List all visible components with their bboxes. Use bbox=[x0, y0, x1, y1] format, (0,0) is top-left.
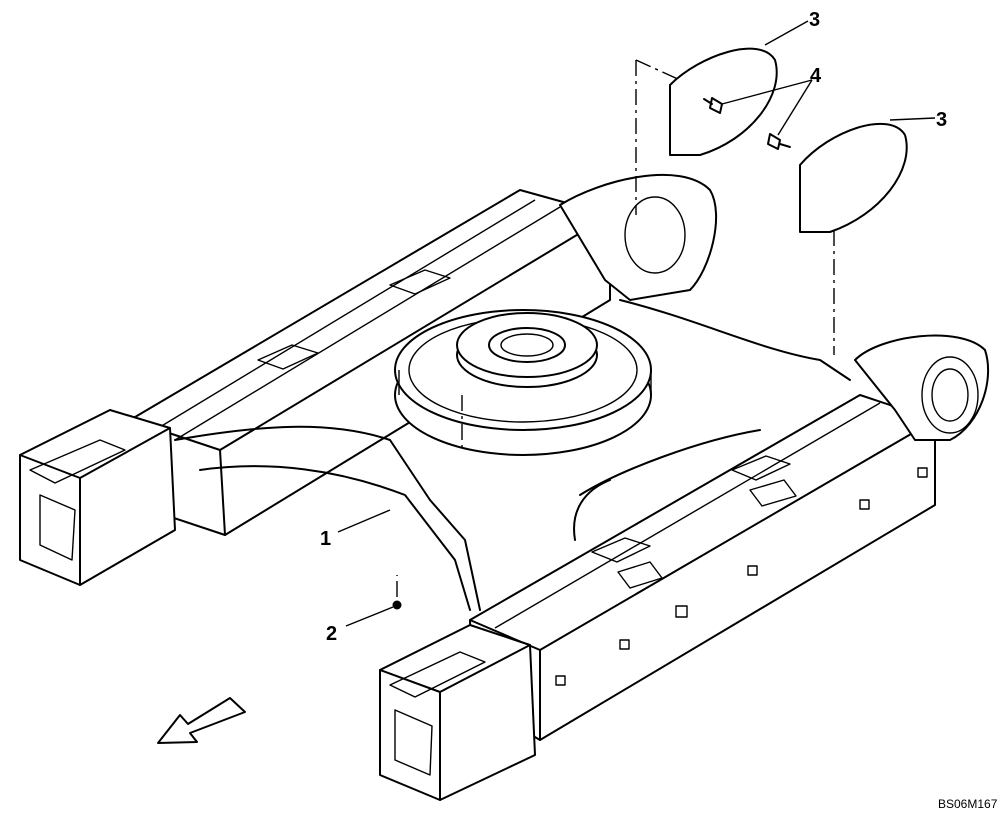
left-idler-bracket bbox=[559, 173, 718, 301]
callout-3-lower: 3 bbox=[936, 109, 947, 131]
callout-2: 2 bbox=[326, 623, 337, 645]
leader-lines bbox=[337, 20, 936, 627]
grease-fitting bbox=[392, 600, 402, 610]
callout-1: 1 bbox=[320, 528, 331, 550]
cover-plate-lower bbox=[799, 122, 908, 233]
right-track-frame bbox=[379, 394, 936, 801]
front-direction-arrow-icon bbox=[157, 697, 246, 744]
slewing-ring bbox=[394, 309, 652, 456]
bolt-upper bbox=[703, 97, 723, 114]
center-frame bbox=[174, 299, 851, 611]
cover-plate-upper bbox=[669, 47, 778, 156]
callout-3-upper: 3 bbox=[809, 9, 820, 31]
right-idler-bracket bbox=[854, 334, 990, 441]
drawing-code: BS06M167 bbox=[938, 797, 998, 811]
assembly-lines bbox=[396, 59, 835, 597]
left-track-frame bbox=[19, 189, 611, 586]
callout-4: 4 bbox=[810, 65, 822, 87]
bolt-lower bbox=[767, 133, 791, 150]
